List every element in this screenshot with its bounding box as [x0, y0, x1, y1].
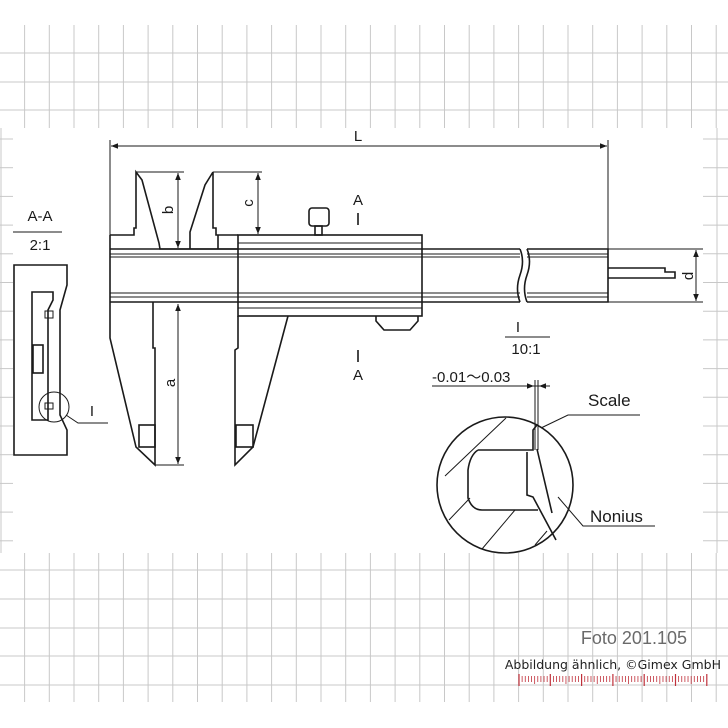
dimensions: L b c a d A A I 10:1	[109, 128, 703, 466]
dimension-a: a	[162, 378, 179, 387]
section-view: A-A 2:1 I	[13, 208, 108, 456]
section-title: A-A	[27, 208, 52, 225]
caliper	[109, 169, 676, 467]
detail-title: I	[516, 319, 520, 336]
detail-view: -0.01～0.03 Scale Nonius	[432, 369, 655, 554]
section-mark-bottom: A	[353, 367, 363, 384]
scale-label: Scale	[588, 391, 631, 410]
nonius-label: Nonius	[590, 507, 643, 526]
ruler-scale	[518, 674, 708, 686]
dimension-b: b	[160, 206, 177, 214]
section-scale: 2:1	[30, 237, 51, 254]
detail-scale: 10:1	[511, 341, 540, 358]
tolerance-label: -0.01～0.03	[432, 369, 510, 386]
background-grid	[0, 25, 728, 702]
dimension-d: d	[680, 272, 697, 280]
dimension-c: c	[240, 199, 257, 207]
credit-text: Abbildung ähnlich, ©Gimex GmbH	[505, 657, 721, 672]
detail-mark: I	[90, 403, 94, 420]
dimension-L: L	[354, 128, 362, 145]
break-mark	[516, 248, 531, 303]
photo-number: Foto 201.105	[581, 628, 687, 648]
section-mark-top: A	[353, 192, 363, 209]
